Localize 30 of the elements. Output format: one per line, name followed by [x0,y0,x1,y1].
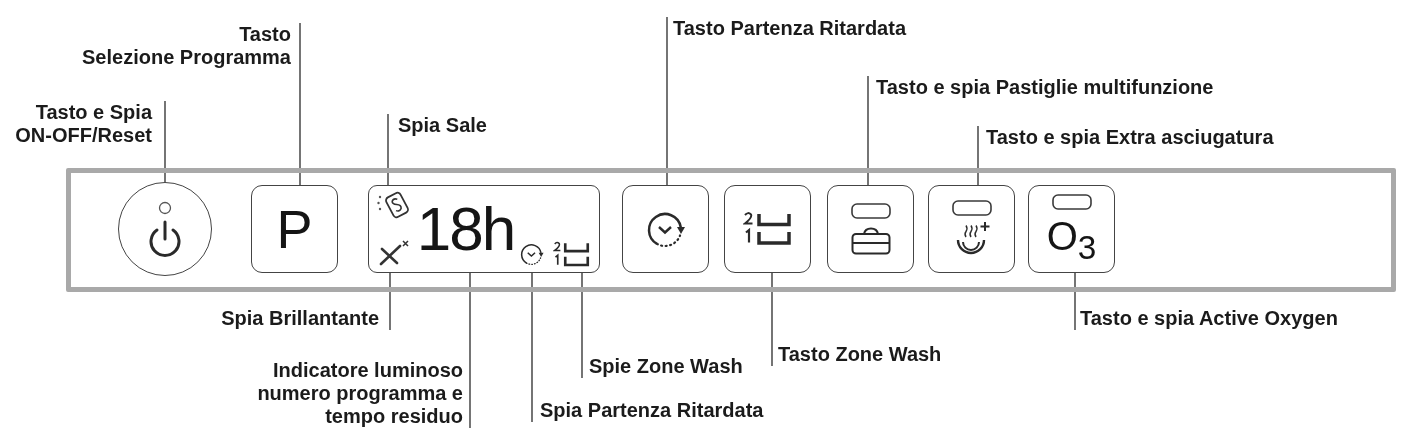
callout-label: Spia Partenza Ritardata [532,399,764,422]
trays-icon [552,240,591,268]
callout-label: Spie Zone Wash [582,355,743,378]
callout-label: Tasto Selezione Programma [82,23,300,69]
callout-label: Tasto e spia Extra asciugatura [978,126,1274,149]
leader-line [164,100,166,183]
leader-line [1074,272,1076,331]
ozone-button: O$_{3}$ [1028,185,1115,273]
zone-wash-button [724,185,811,273]
leader-line [771,272,773,367]
extra-dry-button [928,185,1015,273]
display-screen [368,185,600,273]
callout-label: Spia Sale [388,114,487,137]
callout-label: Tasto e Spia ON-OFF/Reset [15,101,165,147]
program-button: P [251,185,338,273]
sparkle-icon [377,237,412,266]
leader-line [867,75,869,186]
display-digits: 18h [415,189,516,268]
delay-start-button [622,185,709,273]
leader-line [977,125,979,186]
callout-label: Tasto e spia Pastiglie multifunzione [868,76,1214,99]
callout-label: Spia Brillantante [221,307,390,330]
callout-label: Tasto e spia Active Oxygen [1075,307,1338,330]
tablet-button [827,185,914,273]
leader-line [299,22,301,186]
callout-label: Indicatore luminoso numero programma e tempo residuo [257,359,470,428]
callout-label: Tasto Zone Wash [772,343,942,366]
leader-line [666,16,668,186]
callout-label: Tasto Partenza Ritardata [667,17,907,40]
control-panel [66,168,1396,292]
